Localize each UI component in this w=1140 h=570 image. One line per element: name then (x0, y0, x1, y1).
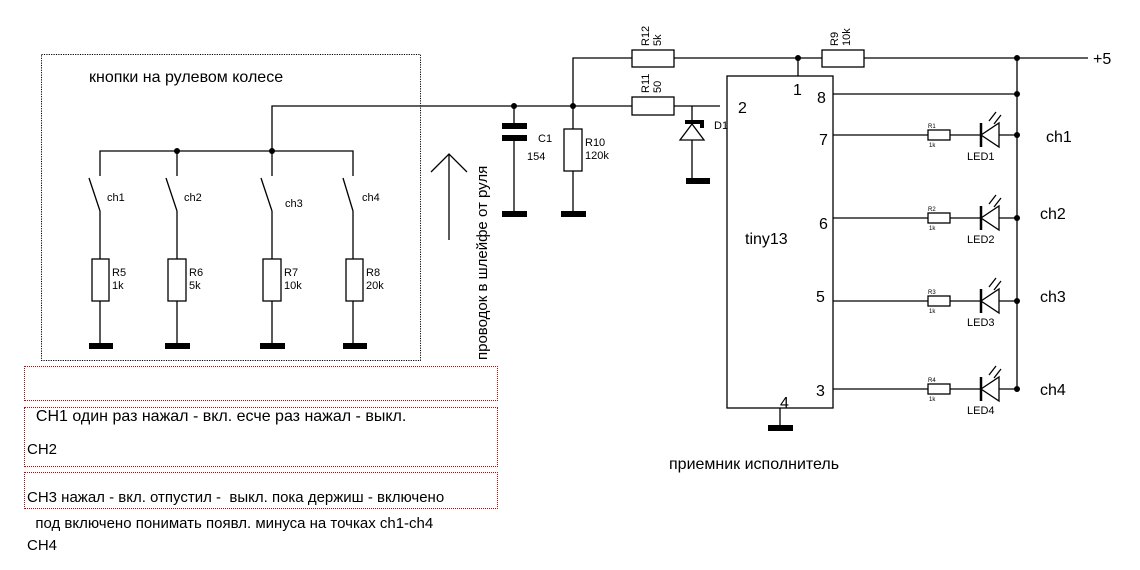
switch-bus-wire (99, 150, 354, 176)
note-definition: под включено понимать появл. минуса на т… (24, 472, 498, 532)
zener-bar (700, 120, 704, 128)
c1-name: C1 (538, 133, 552, 145)
r12-name: R12 (640, 26, 652, 46)
switch-ch4-blade (342, 177, 354, 212)
pin-4: 4 (780, 395, 789, 412)
zener-bar (685, 120, 703, 124)
out-ch4-label: ch4 (1040, 382, 1066, 399)
out-R4-value: 1k (929, 397, 936, 403)
led4-label: LED4 (967, 405, 995, 417)
ground-icon (768, 425, 793, 431)
out-ch1-label: ch1 (1046, 129, 1072, 146)
led-3 (979, 277, 1002, 315)
pin-3: 3 (816, 383, 825, 400)
resistor-R9 (821, 49, 865, 68)
up-arrow-head (430, 153, 468, 173)
out-R2-value: 1k (929, 226, 936, 232)
note-ch2-ch4: CH2 CH3 нажал - вкл. отпустил - выкл. по… (24, 407, 498, 554)
out-ch2-label: ch2 (1040, 206, 1066, 223)
mcu-tiny13 (726, 75, 834, 409)
ground-icon (89, 343, 113, 349)
led-1 (979, 111, 1002, 149)
ground-icon (260, 343, 285, 349)
junction-dots (174, 55, 1020, 392)
supply-label: +5 (1093, 51, 1111, 68)
led2-label: LED2 (967, 234, 995, 246)
led1-label: LED1 (967, 151, 995, 163)
ground-icon (561, 211, 586, 217)
r10-name: R10 (585, 137, 605, 149)
out-R1-name: R1 (928, 124, 936, 130)
schematic: кнопки на рулевом колесе ch1 ch2 ch3 ch4… (41, 26, 1111, 473)
switch-label-ch1: ch1 (107, 192, 125, 204)
zener-diode-D1 (678, 122, 706, 141)
switch-label-ch4: ch4 (362, 192, 380, 204)
out-R2-name: R2 (928, 207, 936, 213)
resistor-R10 (563, 128, 583, 172)
receiver-label: приемник исполнитель (669, 456, 839, 473)
r11-name: R11 (640, 74, 652, 93)
led-2 (979, 194, 1002, 232)
led-4 (979, 365, 1002, 403)
pin-5: 5 (816, 289, 825, 306)
note-ch1-text: CH1 один раз нажал - вкл. есче раз нажал… (35, 408, 407, 425)
r10-value: 120k (585, 150, 609, 162)
buttons-title: кнопки на рулевом колесе (89, 69, 283, 86)
pin-6: 6 (819, 216, 828, 233)
resistor-R12 (631, 49, 675, 68)
resistor-R4 (927, 383, 951, 395)
res-R8-value: 20k (366, 280, 384, 292)
switch-label-ch3: ch3 (285, 198, 303, 210)
pin-7: 7 (819, 132, 828, 149)
pin-8: 8 (817, 90, 826, 107)
switch-ch3-blade (260, 177, 273, 212)
note-line-ch2: CH2 (27, 441, 58, 458)
res-R8-name: R8 (366, 267, 380, 279)
ground-icon (165, 343, 190, 349)
r9-value: 10k (841, 28, 853, 46)
resistor-R3 (927, 295, 951, 307)
out-R4-name: R4 (928, 378, 936, 384)
pin-1: 1 (793, 82, 802, 99)
ground-icon (686, 178, 710, 184)
out-ch3-label: ch3 (1040, 289, 1066, 306)
resistor-R7 (262, 258, 282, 302)
capacitor-plate (502, 123, 527, 129)
res-R6-name: R6 (189, 267, 203, 279)
resistor-R2 (927, 212, 951, 224)
resistor-R5 (91, 258, 110, 302)
resistor-R8 (345, 258, 364, 302)
note-ch1: CH1 один раз нажал - вкл. есче раз нажал… (24, 366, 498, 425)
r9-name: R9 (829, 32, 841, 46)
res-R7-value: 10k (284, 280, 302, 292)
switch-label-ch2: ch2 (184, 192, 202, 204)
out-R1-value: 1k (929, 143, 936, 149)
resistor-R1 (927, 129, 951, 141)
res-R6-value: 5k (189, 280, 201, 292)
switch-ch1-blade (88, 177, 101, 212)
capacitor-plate (502, 135, 527, 141)
resistor-R11 (631, 96, 675, 116)
resistor-R6 (167, 258, 187, 302)
r11-value: 50 (652, 81, 664, 93)
led3-label: LED3 (967, 317, 995, 329)
c1-value: 154 (527, 151, 545, 163)
pin-2: 2 (738, 100, 747, 117)
switch-ch2-blade (165, 177, 178, 212)
ground-icon (343, 343, 367, 349)
res-R5-value: 1k (112, 280, 124, 292)
steering-buttons-box (41, 54, 421, 361)
out-R3-value: 1k (929, 309, 936, 315)
r12-value: 5k (652, 34, 664, 46)
d1-name: D1 (714, 120, 728, 132)
cable-label: проводок в шлейфе от руля (474, 166, 491, 360)
ground-icon (502, 211, 527, 217)
note-line-ch3: CH3 нажал - вкл. отпустил - выкл. пока д… (27, 489, 445, 506)
note-definition-text: под включено понимать появл. минуса на т… (35, 515, 434, 532)
mcu-name: tiny13 (745, 231, 788, 248)
ground-symbols (89, 120, 793, 431)
out-R3-name: R3 (928, 290, 936, 296)
res-R7-name: R7 (284, 267, 298, 279)
res-R5-name: R5 (112, 267, 126, 279)
